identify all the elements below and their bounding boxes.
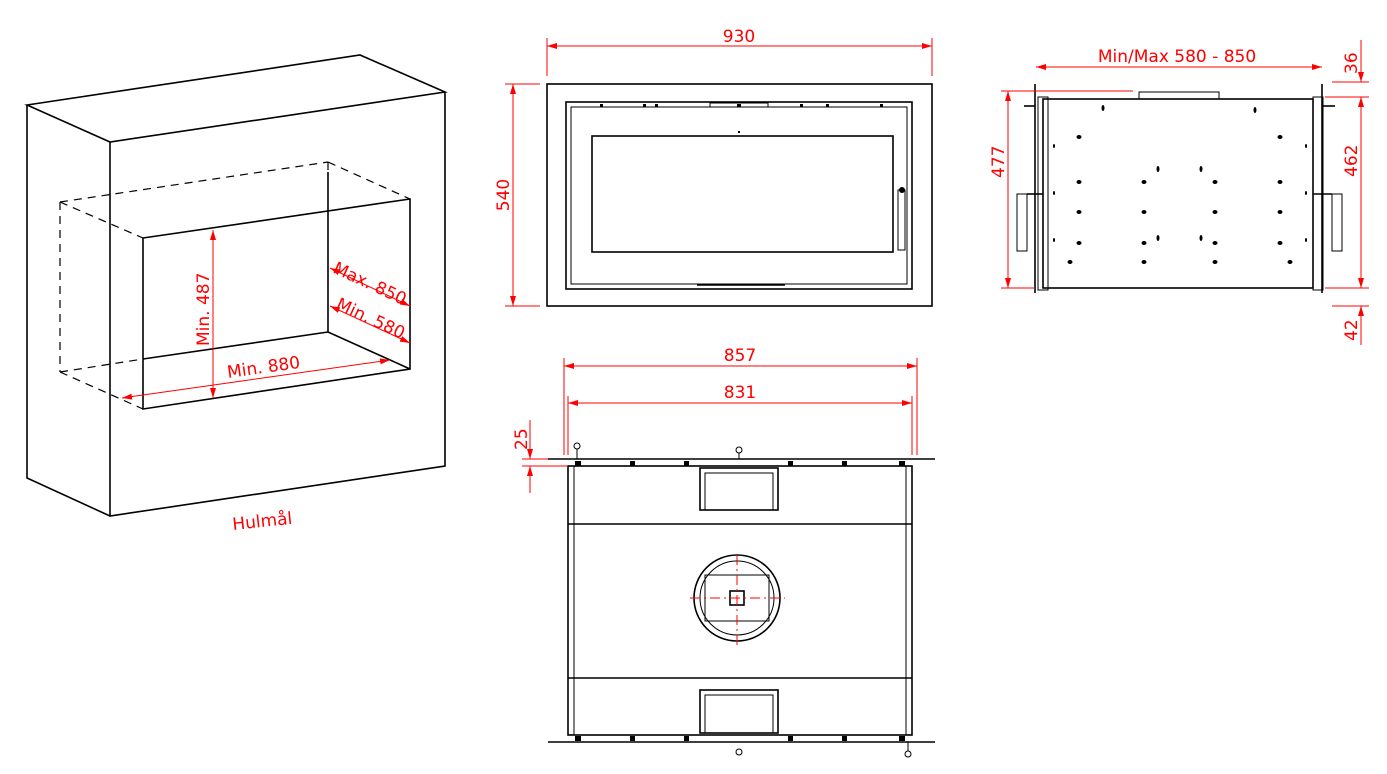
- width-label: Min. 880: [226, 353, 301, 383]
- inner-width-label: 831: [724, 383, 756, 403]
- front-width-label: 930: [723, 27, 755, 47]
- front-frame: [546, 83, 933, 307]
- body-outline: [567, 465, 913, 736]
- front-handle: [1016, 193, 1028, 252]
- total-height-label: 477: [989, 146, 1009, 178]
- door-frame: [565, 101, 913, 290]
- opening-isometric-view: Min. 487 Min. 880 Max. 850 Min. 580 Hulm…: [24, 54, 448, 535]
- side-body: [1042, 98, 1314, 289]
- glass-panel: [591, 135, 894, 253]
- height-label: Min. 487: [194, 273, 214, 346]
- outer-width-label: 857: [724, 346, 756, 366]
- front-height-label: 540: [494, 179, 514, 211]
- wall-block: [24, 54, 448, 517]
- width-dimension-line: [121, 358, 391, 400]
- bottom-offset-label: 42: [1342, 319, 1362, 341]
- top-offset-label: 36: [1342, 52, 1362, 74]
- opening-dimensions: Min. 487 Min. 880 Max. 850 Min. 580: [121, 230, 411, 400]
- door-handle: [897, 189, 906, 251]
- opening-caption: Hulmål: [231, 508, 293, 535]
- min-depth-dimension-line: [329, 305, 411, 344]
- rear-vent-box: [699, 467, 779, 511]
- offset-label: 25: [512, 428, 532, 450]
- top-view: 857 831 25: [512, 346, 935, 758]
- side-depth-label: Min/Max 580 - 850: [1098, 47, 1256, 67]
- side-view: Min/Max 580 - 850 477 36 462 42: [989, 40, 1369, 345]
- front-vent-box: [699, 689, 779, 734]
- max-depth-dimension-line: [329, 267, 411, 307]
- rear-handle: [1331, 193, 1343, 252]
- front-view: 930 540: [494, 27, 933, 307]
- body-height-label: 462: [1342, 145, 1362, 177]
